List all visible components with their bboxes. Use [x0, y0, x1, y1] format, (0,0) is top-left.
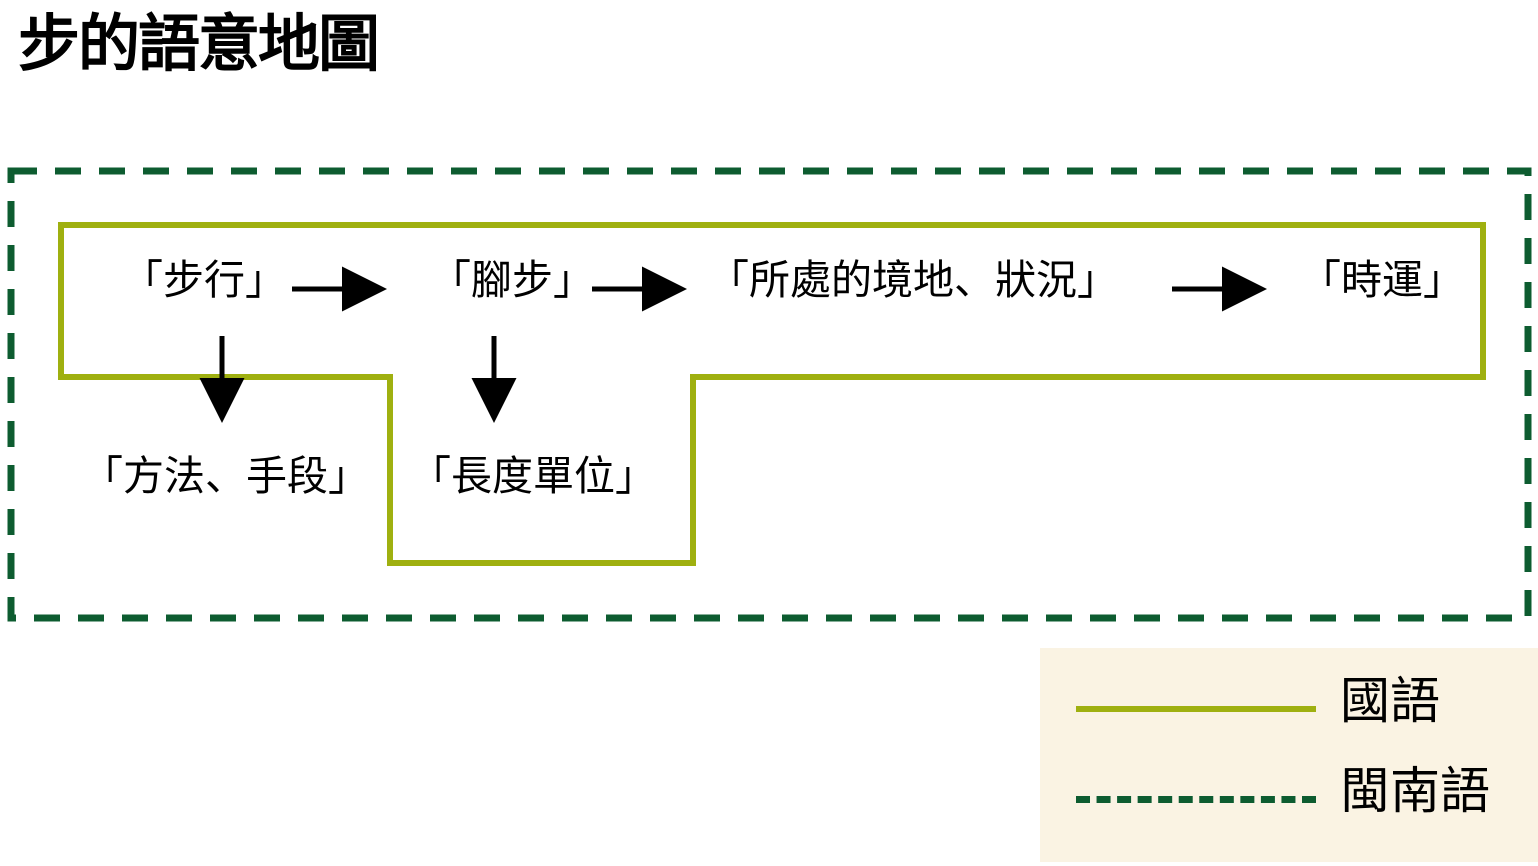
node-jiaobu: 「腳步」 — [430, 256, 594, 304]
legend-item-guoyu: 國語 — [1040, 662, 1538, 752]
legend-label-minnanyu: 閩南語 — [1340, 762, 1490, 820]
legend: 國語 閩南語 — [1040, 648, 1538, 862]
node-fangfa-shouduan: 「方法、手段」 — [82, 452, 369, 500]
node-buxing: 「步行」 — [122, 256, 286, 304]
node-changdu-danwei: 「長度單位」 — [410, 452, 656, 500]
node-shiyun: 「時運」 — [1300, 256, 1464, 304]
legend-swatch-dashed-line-icon — [1076, 796, 1316, 803]
legend-item-minnanyu: 閩南語 — [1040, 752, 1538, 842]
minnan-boundary-dashed-rect — [7, 167, 1532, 622]
legend-swatch-solid-line-icon — [1076, 706, 1316, 712]
node-suochu-de-jingdi-zhuangkuang: 「所處的境地、狀況」 — [708, 256, 1118, 304]
legend-label-guoyu: 國語 — [1340, 672, 1440, 730]
page-title: 步的語意地圖 — [18, 7, 380, 80]
